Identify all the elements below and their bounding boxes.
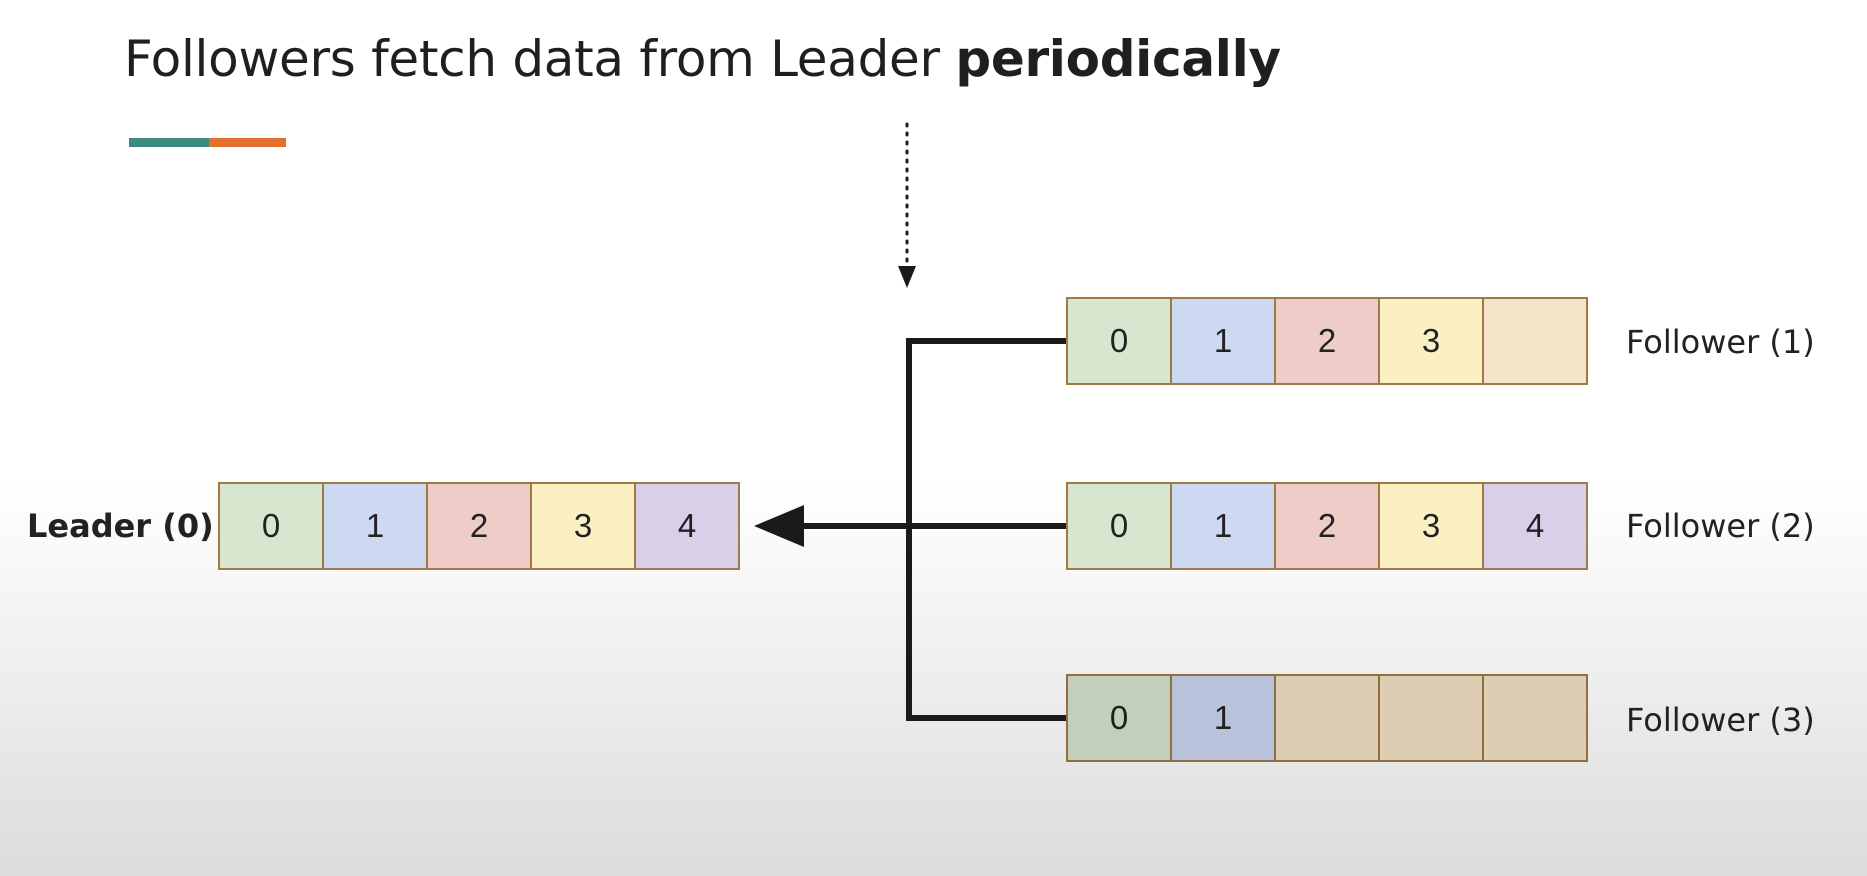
log-cell-empty (1274, 674, 1380, 762)
follower-1-log: 0 1 2 3 (1066, 297, 1588, 385)
fetch-trunk-line (906, 338, 1066, 721)
log-cell: 4 (1482, 482, 1588, 570)
log-cell: 3 (1378, 297, 1484, 385)
log-cell: 0 (218, 482, 324, 570)
follower-3-log: 0 1 (1066, 674, 1588, 762)
log-cell-empty (1482, 674, 1588, 762)
leader-log: 0 1 2 3 4 (218, 482, 740, 570)
title-text: Followers fetch data from Leader (124, 30, 956, 88)
log-cell: 1 (1170, 482, 1276, 570)
log-cell-empty (1482, 297, 1588, 385)
leader-label: Leader (0) (27, 507, 214, 545)
follower-3-label: Follower (3) (1626, 701, 1815, 739)
log-cell: 0 (1066, 297, 1172, 385)
follower-1-label: Follower (1) (1626, 323, 1815, 361)
log-cell: 2 (1274, 297, 1380, 385)
accent-bar-teal (129, 138, 209, 147)
title-emphasis: periodically (955, 30, 1281, 88)
log-cell: 4 (634, 482, 740, 570)
slide-title: Followers fetch data from Leader periodi… (124, 30, 1281, 88)
follower-2-log: 0 1 2 3 4 (1066, 482, 1588, 570)
periodic-arrowhead (898, 266, 916, 288)
log-cell: 2 (1274, 482, 1380, 570)
accent-bar-orange (209, 138, 286, 147)
log-cell: 3 (530, 482, 636, 570)
follower-2-label: Follower (2) (1626, 507, 1815, 545)
log-cell-empty (1378, 674, 1484, 762)
fetch-arrowhead (754, 505, 804, 547)
log-cell: 1 (1170, 297, 1276, 385)
log-cell: 2 (426, 482, 532, 570)
log-cell: 1 (322, 482, 428, 570)
log-cell: 1 (1170, 674, 1276, 762)
log-cell: 0 (1066, 482, 1172, 570)
log-cell: 3 (1378, 482, 1484, 570)
log-cell: 0 (1066, 674, 1172, 762)
